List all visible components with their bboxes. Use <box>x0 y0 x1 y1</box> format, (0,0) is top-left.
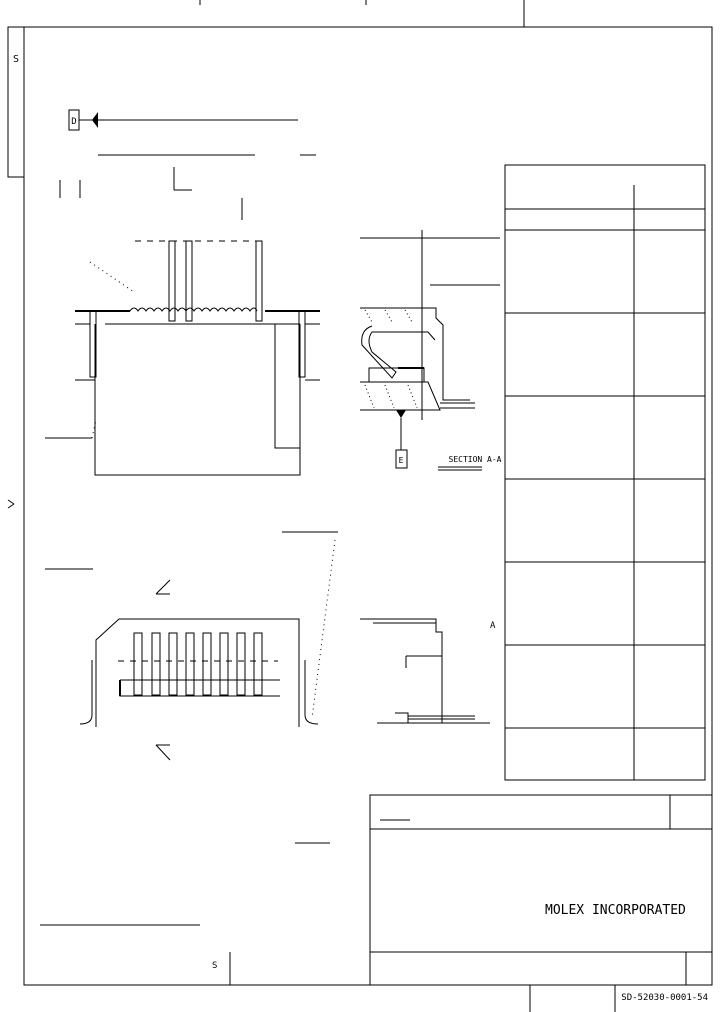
title-block: MOLEX INCORPORATED SD-52030-0001-54 S <box>212 794 713 1012</box>
datum-d-label: D <box>71 117 76 127</box>
company-name: MOLEX INCORPORATED <box>545 903 686 918</box>
bottom-view: A <box>45 531 496 761</box>
document-number: SD-52030-0001-54 <box>621 993 708 1003</box>
section-a-a-view: E SECTION A-A <box>360 230 502 471</box>
dimension-table <box>504 164 706 781</box>
view-arrow-a: A <box>490 621 496 631</box>
drawing-frame <box>7 0 713 986</box>
side-label-s: S <box>13 54 19 65</box>
section-title: SECTION A-A <box>449 455 502 464</box>
revision-strip <box>7 26 25 178</box>
contact-pins <box>133 632 263 696</box>
front-view <box>45 240 320 476</box>
top-dimensions: D <box>59 109 316 220</box>
datum-e-label: E <box>399 456 404 465</box>
side-view <box>360 618 490 724</box>
datum-triangle-icon <box>92 112 98 128</box>
notes-area <box>40 819 410 926</box>
sheet-label: S <box>212 961 217 971</box>
